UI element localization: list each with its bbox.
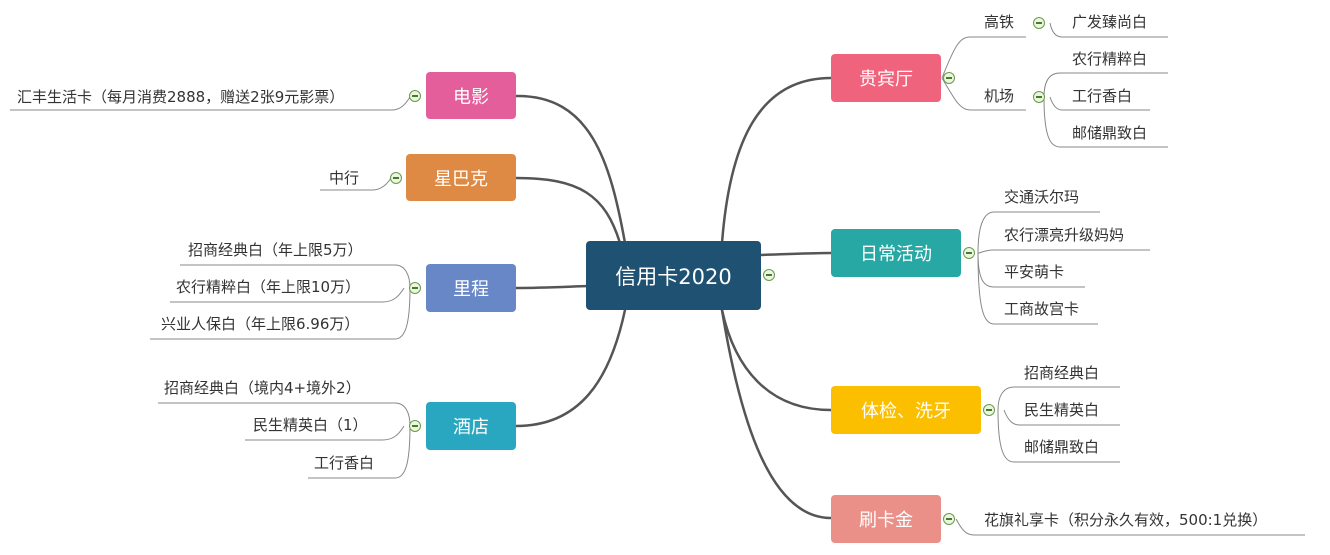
daily-collapse-icon[interactable] xyxy=(963,247,975,259)
link-daily-leaf-1 xyxy=(977,211,1100,254)
group-lounge-jichang[interactable]: 机场 xyxy=(984,87,1015,105)
link-gaotie-leaf xyxy=(1049,22,1168,38)
leaf-jichang-2[interactable]: 工行香白 xyxy=(1072,87,1133,105)
branch-hotel[interactable]: 酒店 xyxy=(426,402,516,450)
link-hotel-leaf-3 xyxy=(308,425,411,479)
leaf-swipe-1[interactable]: 花旗礼享卡（积分永久有效，500:1兑换） xyxy=(984,511,1268,529)
hotel-collapse-icon[interactable] xyxy=(409,420,421,432)
leaf-jichang-1[interactable]: 农行精粹白 xyxy=(1072,50,1148,68)
health-collapse-icon[interactable] xyxy=(983,404,995,416)
swipe-collapse-icon[interactable] xyxy=(943,513,955,525)
root-node[interactable]: 信用卡2020 xyxy=(586,241,761,310)
link-health-leaf-3 xyxy=(997,409,1120,463)
leaf-health-1[interactable]: 招商经典白 xyxy=(1024,364,1100,382)
link-movie-leaf xyxy=(10,96,411,111)
link-jichang-leaf-3 xyxy=(1043,96,1168,148)
leaf-hotel-1[interactable]: 招商经典白（境内4+境外2） xyxy=(164,379,361,397)
leaf-movie-1[interactable]: 汇丰生活卡（每月消费2888，赠送2张9元影票） xyxy=(17,88,345,106)
leaf-starbucks-1[interactable]: 中行 xyxy=(329,169,360,187)
link-root-coffee xyxy=(514,176,622,245)
gaotie-collapse-icon[interactable] xyxy=(1033,17,1045,29)
branch-vip-lounge[interactable]: 贵宾厅 xyxy=(831,54,941,102)
branch-movie[interactable]: 电影 xyxy=(426,72,516,119)
link-root-lounge xyxy=(720,76,833,245)
link-root-movie xyxy=(514,94,627,245)
leaf-miles-3[interactable]: 兴业人保白（年上限6.96万） xyxy=(161,315,360,333)
leaf-hotel-2[interactable]: 民生精英白（1） xyxy=(253,416,368,434)
link-root-swipe xyxy=(720,308,833,520)
jichang-collapse-icon[interactable] xyxy=(1033,91,1045,103)
link-health-leaf-1 xyxy=(997,386,1120,411)
link-root-miles xyxy=(514,284,590,290)
branch-miles[interactable]: 里程 xyxy=(426,264,516,312)
link-health-leaf-2 xyxy=(1003,409,1120,426)
branch-starbucks[interactable]: 星巴克 xyxy=(406,154,516,201)
leaf-daily-2[interactable]: 农行漂亮升级妈妈 xyxy=(1004,226,1125,244)
link-jichang-leaf-1 xyxy=(1043,72,1168,98)
leaf-daily-4[interactable]: 工商故宫卡 xyxy=(1004,300,1080,318)
movie-collapse-icon[interactable] xyxy=(409,90,421,102)
leaf-health-3[interactable]: 邮储鼎致白 xyxy=(1024,438,1100,456)
leaf-gaotie-1[interactable]: 广发臻尚白 xyxy=(1072,13,1148,31)
link-jichang-leaf-2 xyxy=(1049,96,1150,111)
link-root-health xyxy=(720,308,833,412)
branch-health-check[interactable]: 体检、洗牙 xyxy=(831,386,981,434)
link-daily-leaf-2 xyxy=(977,249,1150,254)
miles-collapse-icon[interactable] xyxy=(409,282,421,294)
link-lounge-jichang xyxy=(941,77,1026,111)
leaf-daily-1[interactable]: 交通沃尔玛 xyxy=(1004,188,1080,206)
lounge-collapse-icon[interactable] xyxy=(943,72,955,84)
link-hotel-leaf-2 xyxy=(245,425,405,441)
leaf-daily-3[interactable]: 平安萌卡 xyxy=(1004,263,1065,281)
branch-daily-activities[interactable]: 日常活动 xyxy=(831,229,961,277)
branch-swipe-bonus[interactable]: 刷卡金 xyxy=(831,495,941,543)
link-miles-leaf-3 xyxy=(150,287,411,340)
link-swipe-leaf xyxy=(955,518,1305,536)
leaf-hotel-3[interactable]: 工行香白 xyxy=(314,454,375,472)
link-daily-leaf-4 xyxy=(977,252,1098,325)
leaf-miles-1[interactable]: 招商经典白（年上限5万） xyxy=(188,241,363,259)
leaf-jichang-3[interactable]: 邮储鼎致白 xyxy=(1072,124,1148,142)
link-coffee-leaf xyxy=(320,177,392,191)
link-root-daily xyxy=(759,251,833,257)
link-lounge-gaotie xyxy=(941,36,1026,79)
leaf-health-2[interactable]: 民生精英白 xyxy=(1024,401,1100,419)
leaf-miles-2[interactable]: 农行精粹白（年上限10万） xyxy=(176,278,361,296)
link-miles-leaf-2 xyxy=(170,287,405,303)
starbucks-collapse-icon[interactable] xyxy=(390,172,402,184)
group-lounge-gaotie[interactable]: 高铁 xyxy=(984,13,1015,31)
root-collapse-icon[interactable] xyxy=(763,269,775,281)
link-root-hotel xyxy=(514,308,627,428)
